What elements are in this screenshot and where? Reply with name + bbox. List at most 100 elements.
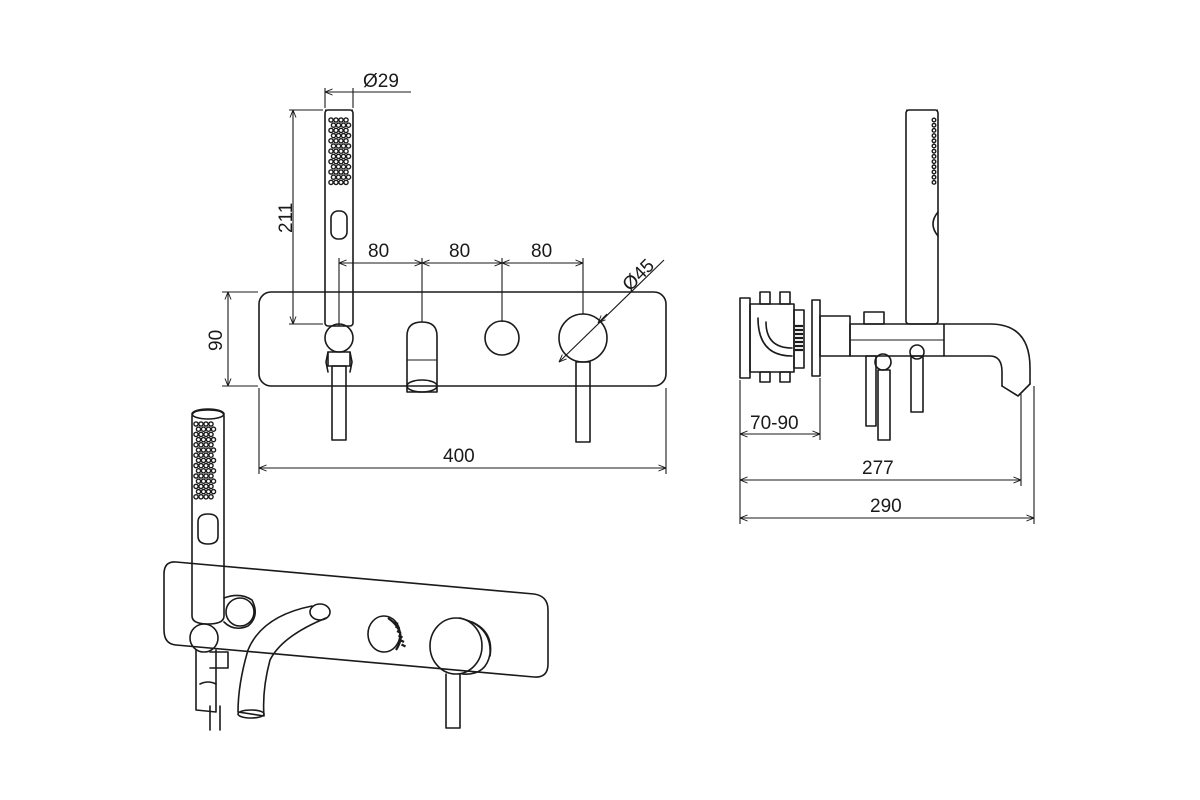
- nozzle-dot: [198, 441, 204, 448]
- nozzle-dot: [345, 174, 352, 180]
- nozzle-dot: [931, 174, 937, 180]
- nozzle-dot: [193, 421, 199, 427]
- perspective-handshower: [191, 409, 225, 625]
- nozzle-dot: [198, 483, 204, 490]
- nozzle-dot: [931, 117, 937, 123]
- side-wall-body: [739, 291, 851, 383]
- nozzle-dot: [335, 143, 342, 149]
- nozzle-dot: [203, 452, 209, 459]
- nozzle-dot: [343, 179, 349, 186]
- nozzle-dot: [205, 426, 212, 433]
- nozzle-dot: [333, 179, 339, 186]
- nozzle-dot: [208, 421, 214, 427]
- front-spout: [406, 321, 438, 393]
- knurl-line: [399, 639, 405, 643]
- nozzle-dot: [200, 467, 207, 474]
- nozzle-dot: [328, 137, 334, 144]
- nozzle-dot: [328, 169, 334, 175]
- nozzle-dot: [200, 478, 207, 485]
- dim-spacing-1: 80: [368, 241, 389, 262]
- nozzle-dot: [931, 138, 937, 144]
- nozzle-dot: [333, 137, 339, 144]
- nozzle-dot: [333, 148, 339, 154]
- dim-spout-projection-2: 290: [870, 496, 902, 517]
- nozzle-dot: [195, 426, 202, 433]
- side-spout: [943, 323, 1031, 397]
- nozzle-dot: [338, 179, 344, 186]
- nozzle-dot: [330, 163, 337, 170]
- nozzle-dot: [931, 133, 937, 139]
- nozzle-dot: [328, 127, 334, 134]
- nozzle-dot: [205, 447, 212, 453]
- dim-plate-height: 90: [206, 330, 227, 351]
- nozzle-dot: [193, 431, 199, 438]
- nozzle-dot: [193, 452, 199, 459]
- nozzle-dot: [328, 179, 334, 186]
- nozzle-dot: [931, 127, 937, 133]
- nozzle-dot: [210, 457, 217, 464]
- nozzle-dot: [208, 473, 214, 479]
- nozzle-dot: [205, 478, 212, 485]
- nozzle-dot: [340, 163, 347, 170]
- nozzle-dot: [198, 473, 204, 479]
- nozzle-dot: [340, 174, 347, 180]
- nozzle-dot: [333, 158, 339, 165]
- nozzle-dot: [193, 493, 199, 500]
- nozzle-dot: [340, 132, 347, 139]
- nozzle-dot: [340, 153, 347, 160]
- nozzle-dot: [338, 127, 344, 134]
- nozzle-dot: [345, 153, 352, 160]
- nozzle-dot: [931, 122, 937, 128]
- dim-spacing-3: 80: [531, 241, 552, 262]
- front-handshower-button: [330, 210, 348, 240]
- nozzle-dot: [338, 117, 344, 123]
- nozzle-dot: [210, 436, 217, 443]
- nozzle-dot: [343, 148, 349, 154]
- nozzle-dot: [208, 462, 214, 469]
- nozzle-dot: [343, 158, 349, 165]
- nozzle-dot: [333, 169, 339, 175]
- nozzle-dot: [200, 426, 207, 433]
- nozzle-dot: [210, 447, 217, 453]
- nozzle-dot: [330, 122, 337, 128]
- nozzle-dot: [198, 493, 204, 500]
- nozzle-dot: [210, 467, 217, 474]
- side-handshower-nozzles: [931, 117, 937, 185]
- nozzle-dot: [195, 478, 202, 485]
- knurl-line: [398, 634, 403, 639]
- nozzle-dot: [931, 153, 937, 159]
- front-holder-knob: [324, 323, 354, 353]
- nozzle-dot: [203, 421, 209, 427]
- front-plate: [258, 291, 667, 387]
- nozzle-dot: [195, 467, 202, 474]
- nozzle-dot: [345, 143, 352, 149]
- nozzle-dot: [210, 478, 217, 485]
- front-view: Ø29 211 80 80 80 Ø45 90 400: [206, 71, 667, 474]
- nozzle-dot: [203, 441, 209, 448]
- nozzle-dot: [340, 122, 347, 128]
- nozzle-dot: [203, 493, 209, 500]
- nozzle-dot: [335, 122, 342, 128]
- nozzle-dot: [335, 153, 342, 160]
- side-view: 70-90 277 290: [739, 109, 1035, 524]
- nozzle-dot: [205, 457, 212, 464]
- nozzle-dot: [205, 436, 212, 443]
- nozzle-dot: [335, 174, 342, 180]
- nozzle-dot: [193, 473, 199, 479]
- knurl-line: [393, 621, 399, 625]
- dim-wall-depth: 70-90: [750, 413, 799, 434]
- nozzle-dot: [345, 132, 352, 139]
- dim-spacing-2: 80: [449, 241, 470, 262]
- nozzle-dot: [338, 169, 344, 175]
- nozzle-dot: [198, 431, 204, 438]
- nozzle-dot: [333, 117, 339, 123]
- nozzle-dot: [343, 127, 349, 134]
- nozzle-dot: [203, 462, 209, 469]
- perspective-plate: [163, 561, 549, 678]
- nozzle-dot: [328, 158, 334, 165]
- front-mixer-lever: [558, 313, 608, 443]
- nozzle-dot: [203, 431, 209, 438]
- nozzle-dot: [200, 457, 207, 464]
- perspective-view: [163, 408, 549, 731]
